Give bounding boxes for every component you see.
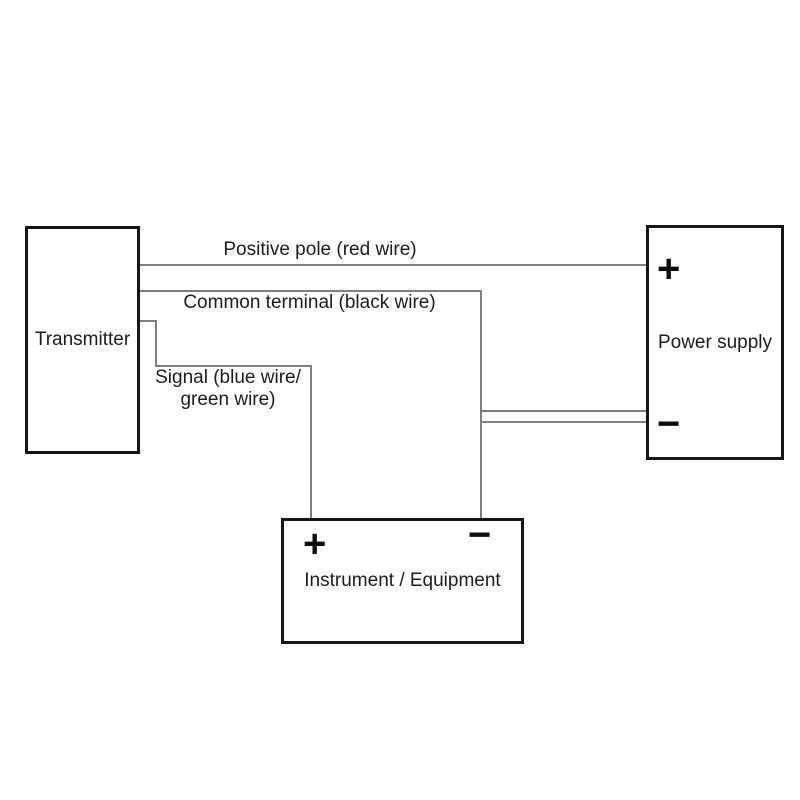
instrument-label: Instrument / Equipment <box>304 570 501 591</box>
positive-wire-label: Positive pole (red wire) <box>223 239 417 260</box>
power-supply-minus-terminal: − <box>657 402 681 446</box>
positive-wire <box>140 264 646 266</box>
signal-wire-label-line2: green wire) <box>180 389 276 411</box>
power-supply-plus-terminal: + <box>657 247 681 291</box>
transmitter-box: Transmitter <box>25 226 140 454</box>
instrument-plus-terminal: + <box>303 522 327 566</box>
signal-wire-label-line1: Signal (blue wire/ <box>155 367 301 388</box>
signal-wire-stub <box>140 320 156 322</box>
instrument-box: + − Instrument / Equipment <box>281 513 524 644</box>
power-minus-wire-lower <box>480 421 646 423</box>
common-wire-vertical <box>480 290 482 518</box>
power-supply-label: Power supply <box>657 331 773 353</box>
signal-wire-drop-2 <box>310 365 312 518</box>
signal-wire-drop-1 <box>155 320 157 366</box>
transmitter-label: Transmitter <box>34 329 131 350</box>
instrument-minus-terminal: − <box>468 513 492 557</box>
common-wire-label: Common terminal (black wire) <box>183 292 436 313</box>
power-supply-box: + − Power supply <box>646 225 784 460</box>
power-minus-wire-upper <box>480 410 646 412</box>
common-wire-horizontal <box>140 290 481 292</box>
signal-wire-label: Signal (blue wire/ green wire) <box>118 367 338 412</box>
signal-wire-horizontal <box>155 365 311 367</box>
